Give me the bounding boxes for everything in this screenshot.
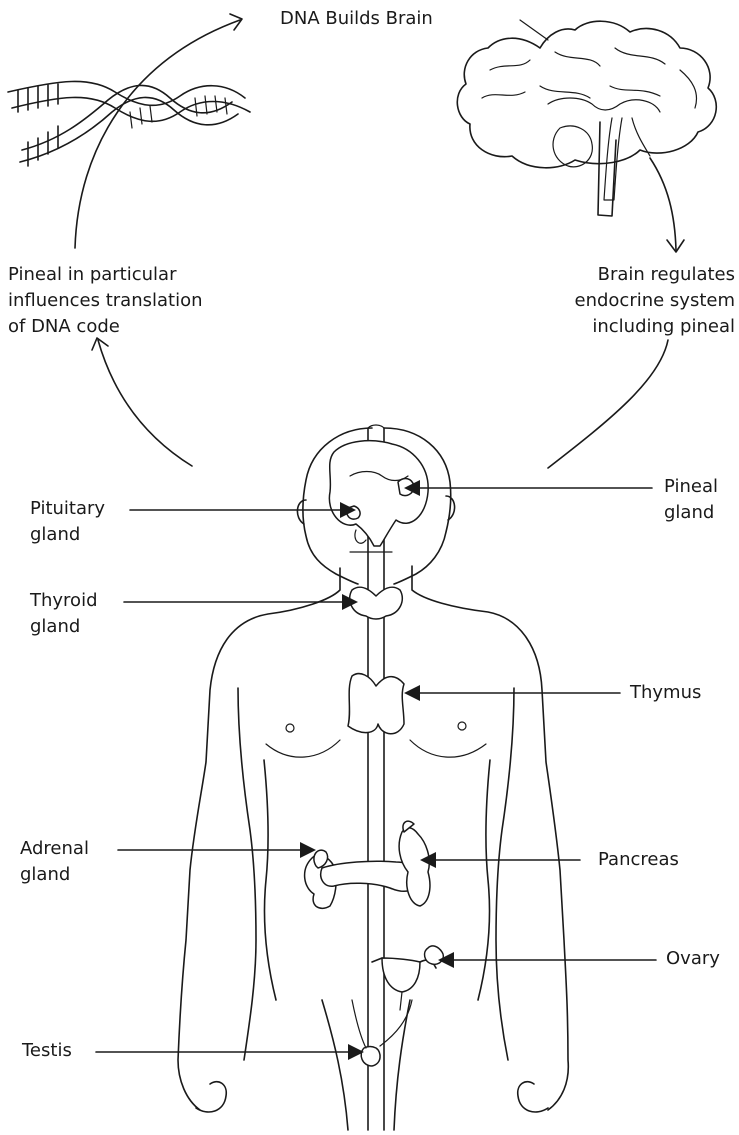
label-pineal-line-1: Pineal [664, 474, 718, 500]
label-thyroid-line-2: gland [30, 614, 98, 640]
cycle-right-line-1: Brain regulates [575, 262, 736, 288]
arrow-dna-to-brain [75, 20, 240, 248]
label-pineal-gland: Pineal gland [664, 474, 718, 526]
cycle-arrows [75, 14, 684, 468]
label-pituitary-line-1: Pituitary [30, 496, 105, 522]
label-testis: Testis [22, 1038, 72, 1064]
dna-helix-illustration [8, 81, 250, 166]
label-adrenal-line-2: gland [20, 862, 89, 888]
cycle-left-line-1: Pineal in particular [8, 262, 203, 288]
head-brain [329, 441, 428, 546]
label-testis-line-1: Testis [22, 1038, 72, 1064]
label-pancreas-line-1: Pancreas [598, 847, 679, 873]
label-ovary: Ovary [666, 946, 720, 972]
arrow-endocrine-arc [548, 340, 668, 468]
cycle-label-left: Pineal in particular influences translat… [8, 262, 203, 340]
label-thymus-line-1: Thymus [630, 680, 701, 706]
cycle-left-line-2: influences translation [8, 288, 203, 314]
ovary-organ [425, 946, 444, 964]
cycle-right-line-2: endocrine system [575, 288, 736, 314]
label-thyroid-gland: Thyroid gland [30, 588, 98, 640]
label-thyroid-line-1: Thyroid [30, 588, 98, 614]
label-pituitary-gland: Pituitary gland [30, 496, 105, 548]
cycle-label-right: Brain regulates endocrine system includi… [575, 262, 736, 340]
label-adrenal-line-1: Adrenal [20, 836, 89, 862]
arrow-brain-to-endocrine [650, 158, 676, 250]
leader-lines [96, 480, 656, 1060]
cycle-top-text: DNA Builds Brain [280, 6, 433, 32]
testis-organ [361, 1047, 380, 1067]
uterus-organ [382, 958, 420, 992]
brain-illustration [457, 20, 716, 216]
label-ovary-line-1: Ovary [666, 946, 720, 972]
label-pineal-line-2: gland [664, 500, 718, 526]
cycle-left-line-3: of DNA code [8, 314, 203, 340]
label-pituitary-line-2: gland [30, 522, 105, 548]
organs [305, 441, 444, 1066]
cycle-right-line-3: including pineal [575, 314, 736, 340]
cycle-label-top: DNA Builds Brain [280, 6, 433, 32]
thyroid-gland-organ [350, 587, 403, 619]
arrow-pineal-to-dna [98, 340, 192, 466]
thymus-organ [348, 674, 404, 734]
label-adrenal-gland: Adrenal gland [20, 836, 89, 888]
label-pancreas: Pancreas [598, 847, 679, 873]
label-thymus: Thymus [630, 680, 701, 706]
